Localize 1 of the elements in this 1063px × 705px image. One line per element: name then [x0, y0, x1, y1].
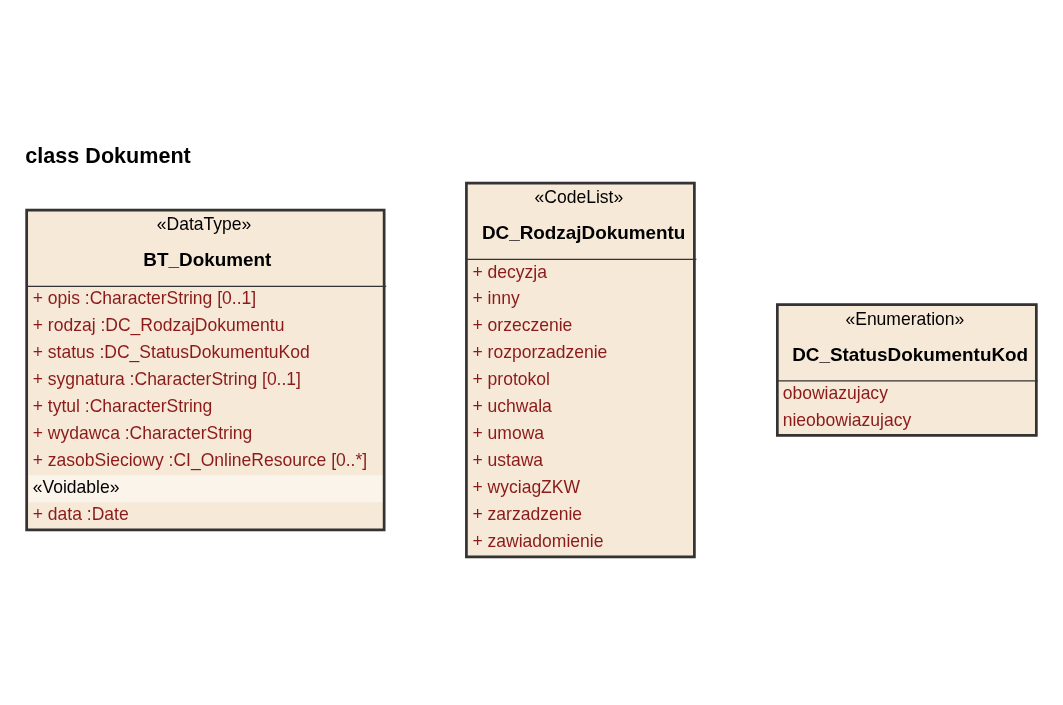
diagram-title: class Dokument [25, 142, 191, 168]
